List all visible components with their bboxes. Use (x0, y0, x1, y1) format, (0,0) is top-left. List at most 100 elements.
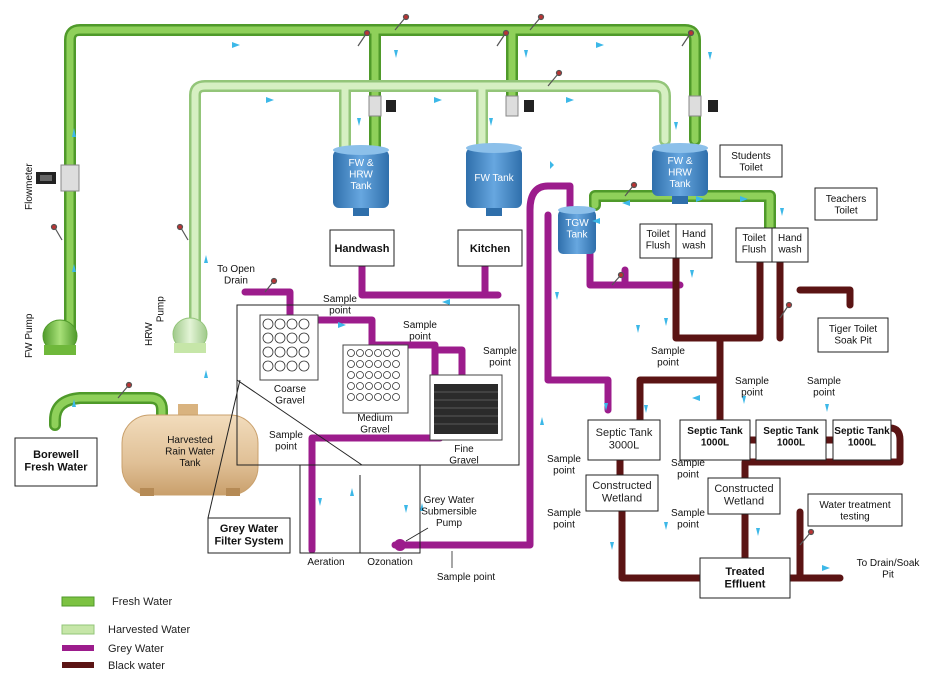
svg-text:Grey Water: Grey Water (108, 643, 164, 655)
septic-1000-c-box (832, 419, 892, 461)
sample-point-line-label: Sample point (437, 572, 496, 583)
legend: Fresh Water Harvested Water Grey Water B… (61, 596, 190, 672)
valve-icon (264, 277, 278, 293)
valve-icon (176, 223, 189, 241)
fw-tank-label: FW Tank (474, 173, 514, 184)
flowmeter-icon (688, 95, 718, 117)
legend-item-harvested: Harvested Water (61, 624, 190, 636)
valve-icon (496, 29, 510, 47)
toilet-flush-2-box (735, 227, 773, 263)
valve-icon (117, 381, 133, 399)
flowmeter-label: Flowmeter (24, 163, 35, 210)
aeration-label: Aeration (307, 557, 344, 568)
valve-icon (547, 69, 563, 87)
kitchen-label: Kitchen (470, 243, 511, 255)
handwash-box (329, 229, 395, 267)
flowmeters (36, 95, 718, 192)
septic-1000-a-box (679, 419, 751, 461)
kitchen-box (457, 229, 523, 267)
handwash-label: Handwash (334, 243, 389, 255)
harvested-rain-water-tank (121, 404, 259, 496)
teachers-toilet-box (814, 187, 878, 221)
borewell-box (14, 437, 98, 487)
hand-wash-2-box (771, 227, 809, 263)
aeration-chamber (299, 464, 421, 554)
flow-arrows (72, 42, 880, 571)
submersible-pump-icon (394, 527, 429, 551)
valve-icon (50, 223, 63, 241)
valve-icon (357, 29, 371, 47)
legend-item-black: Black water (62, 660, 165, 672)
grey-water-filter-system (207, 304, 520, 554)
grey-water-pipes (241, 182, 684, 554)
hrw-pump-label: HRWPump (144, 296, 167, 346)
svg-text:Harvested Water: Harvested Water (108, 624, 190, 636)
legend-item-fresh: Fresh Water (61, 596, 172, 608)
medium-gravel-bed (342, 344, 409, 414)
valves (50, 13, 815, 546)
legend-item-grey: Grey Water (62, 643, 164, 655)
fine-gravel-bed (429, 374, 503, 441)
flowmeter-icon (368, 95, 396, 117)
valve-icon (799, 528, 815, 546)
flowmeter-icon (505, 95, 534, 117)
valve-icon (681, 29, 695, 47)
treated-effluent-box (699, 557, 791, 599)
valve-icon (624, 181, 638, 197)
fw-tank (466, 143, 522, 216)
harvested-water-pipes (189, 80, 671, 336)
flowmeter-icon (36, 164, 80, 192)
valve-icon (529, 13, 545, 31)
fw-pump (42, 319, 78, 355)
water-treatment-box (807, 493, 903, 527)
grey-filter-box (207, 517, 291, 554)
coarse-gravel-bed (259, 314, 319, 381)
svg-text:Black water: Black water (108, 660, 165, 672)
svg-text:Fresh Water: Fresh Water (112, 596, 172, 608)
septic-3000-box (587, 419, 661, 461)
tgw-tank (558, 206, 596, 254)
ozonation-label: Ozonation (367, 557, 413, 568)
hrw-pump (172, 317, 208, 353)
constructed-wetland-2-box (707, 477, 781, 515)
fw-pump-label: FW Pump (24, 313, 35, 358)
constructed-wetland-1-box (585, 474, 659, 512)
black-water-pipes (616, 254, 904, 582)
tiger-toilet-box (817, 317, 889, 353)
valve-icon (779, 301, 793, 319)
fw-hrw-tank-2 (652, 143, 708, 204)
